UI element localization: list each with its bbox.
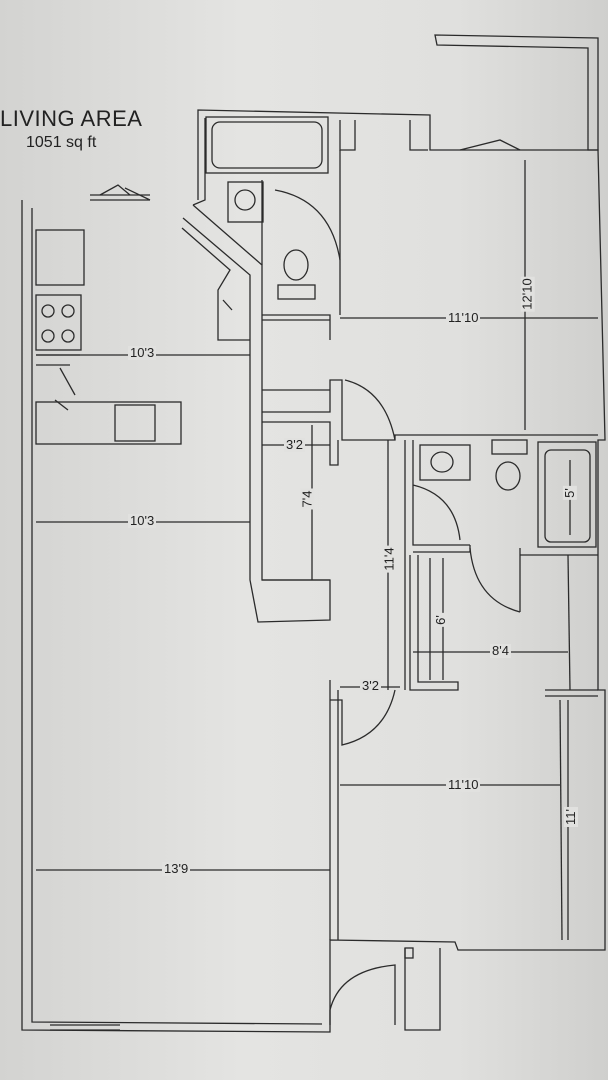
dim-label-kitchen-width-1: 10'3 bbox=[128, 345, 157, 360]
patio-outline bbox=[434, 34, 599, 151]
dim-label-walkin-depth: 6' bbox=[432, 613, 448, 627]
bath1-sink bbox=[227, 181, 264, 223]
dim-label-closet-depth: 7'4 bbox=[299, 488, 315, 510]
stove bbox=[35, 294, 82, 351]
dim-label-bedroom1-depth: 12'10 bbox=[519, 276, 535, 312]
kitchen-sink bbox=[114, 404, 156, 442]
bathtub-2 bbox=[537, 441, 597, 548]
angled-wall bbox=[182, 204, 331, 623]
entry-door bbox=[329, 964, 396, 1025]
bedroom1-wall bbox=[262, 150, 598, 441]
bath2-sink bbox=[419, 444, 471, 481]
bedroom2-door bbox=[545, 689, 598, 697]
dim-label-hall-length: 11'4 bbox=[381, 545, 397, 573]
dim-label-entry-closet-width: 3'2 bbox=[360, 678, 381, 693]
dim-label-bedroom2-width: 11'10 bbox=[446, 777, 481, 792]
dim-label-living-width: 13'9 bbox=[162, 861, 191, 876]
exterior-wall bbox=[21, 109, 606, 1033]
plan-area: 1051 sq ft bbox=[26, 134, 97, 151]
dim-label-bedroom1-width: 11'10 bbox=[446, 310, 481, 325]
toilet-1 bbox=[283, 249, 309, 281]
toilet-2 bbox=[495, 461, 521, 491]
dim-label-bath2-tub: 5' bbox=[561, 486, 577, 500]
bathtub-1 bbox=[205, 116, 329, 174]
kitchen-island bbox=[35, 401, 182, 445]
dim-label-bedroom2-depth: 11' bbox=[562, 807, 578, 827]
plan-title: LIVING AREA bbox=[0, 106, 143, 131]
walkin-closet bbox=[409, 555, 459, 691]
dim-label-closet-width: 3'2 bbox=[284, 437, 305, 452]
kitchen-cabinet-upper bbox=[35, 229, 85, 286]
dim-label-kitchen-width-2: 10'3 bbox=[128, 513, 157, 528]
hall-closet bbox=[262, 421, 331, 581]
dim-label-walkin-width: 8'4 bbox=[490, 643, 511, 658]
